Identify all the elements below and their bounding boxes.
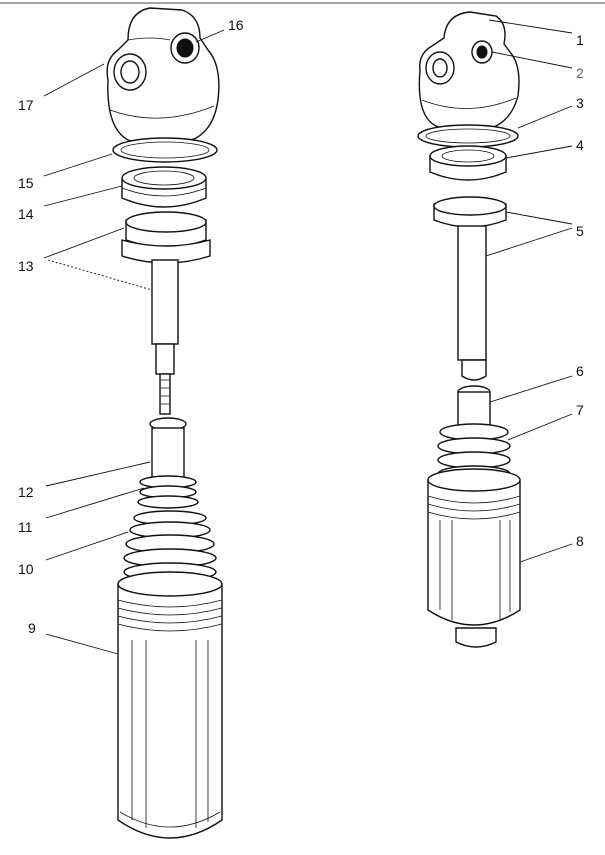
callout-17: 17 [18, 97, 34, 113]
left-piston-rod [151, 259, 179, 415]
callout-5: 5 [576, 223, 584, 239]
left-seal-ring [112, 137, 218, 163]
right-assembly [417, 11, 521, 648]
callout-9: 9 [28, 620, 36, 636]
callout-7: 7 [576, 402, 584, 418]
right-outer-cylinder [427, 468, 521, 648]
left-guide-bushing [121, 211, 211, 264]
callout-13: 13 [18, 258, 34, 274]
callout-2: 2 [576, 65, 584, 81]
callout-12: 12 [18, 484, 34, 500]
callout-3: 3 [576, 95, 584, 111]
left-assembly [106, 7, 223, 839]
callout-10: 10 [18, 561, 34, 577]
left-inner-tube [151, 427, 185, 479]
callout-4: 4 [576, 137, 584, 153]
left-eye-head [106, 7, 220, 147]
callout-16: 16 [228, 17, 244, 33]
callout-11: 11 [18, 519, 33, 535]
leader-lines [43, 19, 573, 655]
callout-14: 14 [18, 206, 34, 222]
callout-1: 1 [576, 32, 584, 48]
callout-labels: 1 2 3 4 5 6 7 8 9 10 11 12 13 14 15 16 1… [18, 17, 584, 636]
left-washer-stack [121, 166, 207, 208]
callout-15: 15 [18, 175, 34, 191]
right-eye-head [418, 11, 520, 133]
left-spring-rings [137, 475, 199, 509]
right-seal-ring [417, 124, 519, 148]
right-washer [429, 145, 507, 181]
left-coil-spring [123, 510, 217, 582]
callout-6: 6 [576, 363, 584, 379]
left-outer-cylinder [117, 571, 223, 839]
callout-8: 8 [576, 533, 584, 549]
right-bushing-and-rod [433, 196, 507, 381]
